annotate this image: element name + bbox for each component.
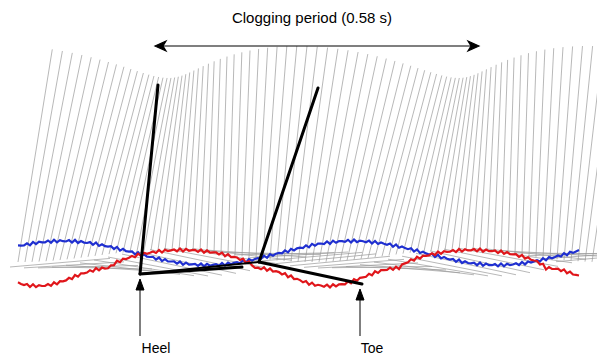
strobe-line bbox=[256, 48, 268, 258]
strobe-line bbox=[221, 57, 227, 254]
pointer-arrows bbox=[136, 279, 364, 336]
strobe-line bbox=[186, 68, 198, 250]
strobe-line bbox=[529, 51, 536, 256]
strobe-line bbox=[165, 74, 186, 250]
strobe-line bbox=[515, 55, 521, 254]
strobe-line bbox=[53, 60, 100, 261]
foot-line bbox=[388, 259, 488, 276]
strobe-line bbox=[403, 77, 447, 254]
pointer-label: Heel bbox=[142, 341, 171, 356]
strobe-line bbox=[347, 61, 395, 260]
strobe-line bbox=[109, 76, 154, 254]
strobe-line bbox=[522, 53, 529, 255]
strobe-line bbox=[410, 77, 451, 252]
period-arrow bbox=[155, 41, 479, 51]
strobe-line bbox=[214, 59, 220, 253]
strobe-line bbox=[361, 66, 411, 259]
pointer-label: Toe bbox=[361, 341, 384, 356]
strobe-line bbox=[179, 71, 194, 251]
strobe-line bbox=[60, 62, 109, 260]
strobe-line bbox=[501, 60, 508, 253]
strobe-line bbox=[592, 48, 597, 262]
strobe-line bbox=[270, 46, 287, 259]
strobe-line bbox=[200, 64, 208, 252]
strobe-line bbox=[228, 54, 234, 254]
strobe-line bbox=[277, 46, 297, 260]
strobe-line bbox=[249, 49, 259, 257]
strobe-line bbox=[536, 50, 545, 257]
strobe-line bbox=[333, 56, 377, 261]
strobe-line bbox=[235, 52, 242, 255]
strobe-line bbox=[487, 65, 496, 251]
strobe-line bbox=[396, 75, 442, 254]
stroboscopic-lines bbox=[18, 46, 597, 262]
strobe-line bbox=[25, 51, 62, 262]
strobe-line bbox=[312, 50, 348, 262]
strobe-line bbox=[424, 78, 459, 251]
strobe-line bbox=[480, 67, 491, 251]
strobe-line bbox=[368, 68, 418, 258]
strobe-line bbox=[81, 69, 131, 258]
strobe-line bbox=[242, 51, 250, 257]
strobe-line bbox=[39, 55, 82, 262]
strobe-line bbox=[74, 67, 124, 259]
heel-trajectory bbox=[18, 240, 579, 267]
strobe-line bbox=[438, 77, 467, 250]
strobe-line bbox=[305, 49, 338, 262]
strobe-line bbox=[508, 58, 514, 254]
strobe-line bbox=[578, 46, 597, 261]
strobe-line bbox=[417, 78, 455, 252]
strobe-line bbox=[298, 48, 328, 262]
strobe-line bbox=[494, 62, 502, 252]
strobe-line bbox=[445, 76, 470, 250]
strobe-line bbox=[452, 75, 474, 250]
strobe-line bbox=[375, 70, 425, 257]
strobe-line bbox=[431, 78, 463, 251]
strobe-line bbox=[557, 46, 573, 259]
strobe-line bbox=[18, 49, 52, 262]
strobe-line bbox=[172, 72, 190, 250]
strobe-line bbox=[564, 46, 582, 260]
strobe-line bbox=[137, 78, 171, 251]
strobe-line bbox=[67, 64, 116, 259]
strobe-line bbox=[116, 77, 159, 253]
strobe-line bbox=[193, 66, 203, 251]
leg-segments bbox=[140, 85, 362, 284]
strobe-line bbox=[550, 47, 563, 258]
strobe-line bbox=[32, 53, 72, 262]
strobe-line bbox=[95, 73, 143, 256]
strobe-line bbox=[207, 61, 214, 252]
strobe-line bbox=[88, 71, 137, 257]
toe-trajectory bbox=[18, 249, 579, 288]
strobe-line bbox=[585, 47, 597, 261]
strobe-line bbox=[382, 72, 431, 256]
strobe-line bbox=[389, 74, 437, 255]
strobe-line bbox=[319, 52, 358, 262]
strobe-line bbox=[473, 69, 486, 250]
strobe-line bbox=[158, 76, 182, 250]
period-label: Clogging period (0.58 s) bbox=[232, 10, 392, 27]
